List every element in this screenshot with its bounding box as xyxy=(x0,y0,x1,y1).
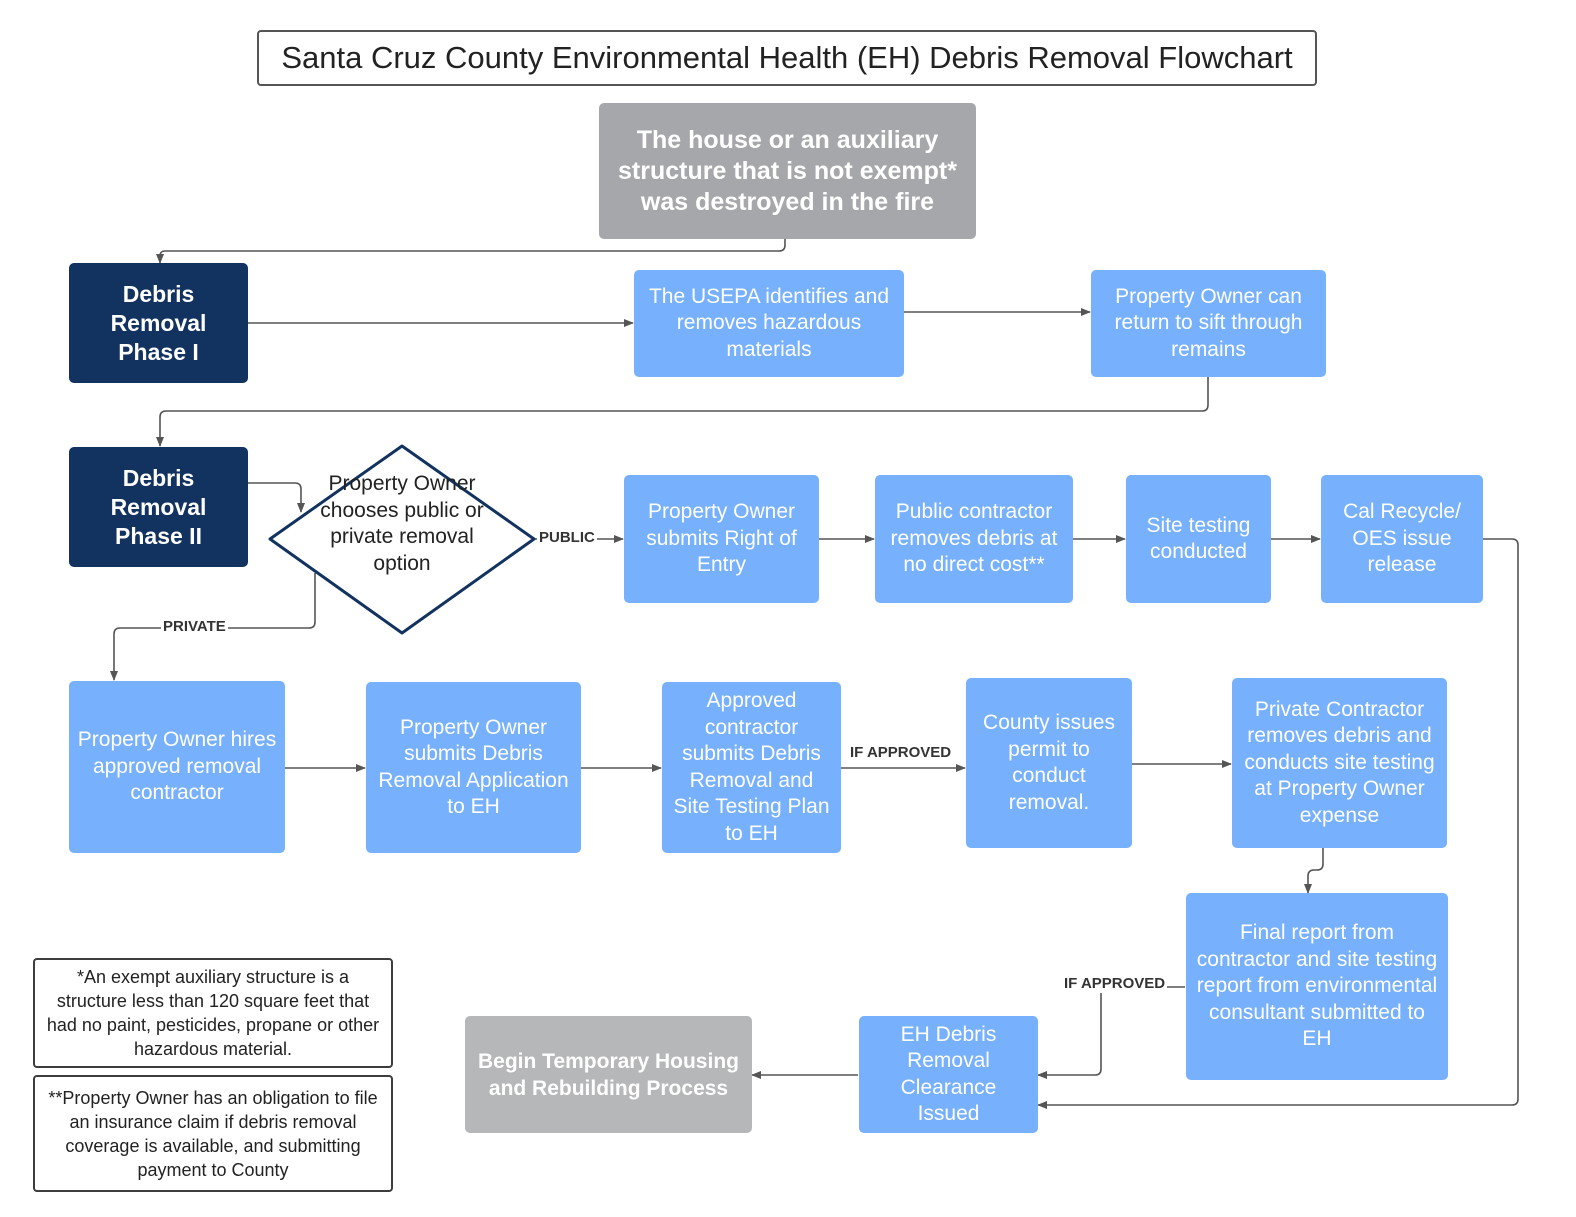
phase2-node: Debris Removal Phase II xyxy=(69,447,248,567)
private-removal-node: Private Contractor removes debris and co… xyxy=(1232,678,1447,848)
edge-start-to-phase1 xyxy=(156,238,786,264)
decision-label: Property Owner chooses public or private… xyxy=(320,472,484,575)
edge-calrecycle-to-clearance xyxy=(1037,538,1519,1109)
public-edge-label: PUBLIC xyxy=(537,529,597,547)
edge-sift-to-phase2 xyxy=(156,377,1209,447)
submit-application-node: Property Owner submits Debris Removal Ap… xyxy=(366,682,581,853)
right-of-entry-node: Property Owner submits Right of Entry xyxy=(624,475,819,603)
insurance-footnote: **Property Owner has an obligation to fi… xyxy=(33,1075,393,1192)
edge-phase2-to-decision xyxy=(247,482,305,513)
start-node: The house or an auxiliary structure that… xyxy=(599,103,976,239)
page-title: Santa Cruz County Environmental Health (… xyxy=(257,30,1317,86)
if-approved-label-permit: IF APPROVED xyxy=(848,744,954,762)
site-testing-node: Site testing conducted xyxy=(1126,475,1271,603)
county-permit-node: County issues permit to conduct removal. xyxy=(966,678,1132,848)
decision-diamond xyxy=(268,444,536,635)
calrecycle-node: Cal Recycle/ OES issue release xyxy=(1321,475,1483,603)
approved-plan-node: Approved contractor submits Debris Remov… xyxy=(662,682,841,853)
final-report-node: Final report from contractor and site te… xyxy=(1186,893,1448,1080)
hire-contractor-node: Property Owner hires approved removal co… xyxy=(69,681,285,853)
public-contractor-node: Public contractor removes debris at no d… xyxy=(875,475,1073,603)
exempt-footnote: *An exempt auxiliary structure is a stru… xyxy=(33,958,393,1068)
clearance-node: EH Debris Removal Clearance Issued xyxy=(859,1016,1038,1133)
usepa-node: The USEPA identifies and removes hazardo… xyxy=(634,270,904,377)
phase1-node: Debris Removal Phase I xyxy=(69,263,248,383)
edge-final-to-clearance xyxy=(1037,986,1185,1079)
rebuild-node: Begin Temporary Housing and Rebuilding P… xyxy=(465,1016,752,1133)
private-edge-label: PRIVATE xyxy=(161,618,228,636)
edge-private-to-final xyxy=(1304,848,1324,894)
sift-node: Property Owner can return to sift throug… xyxy=(1091,270,1326,377)
if-approved-label-clearance: IF APPROVED xyxy=(1062,975,1168,993)
